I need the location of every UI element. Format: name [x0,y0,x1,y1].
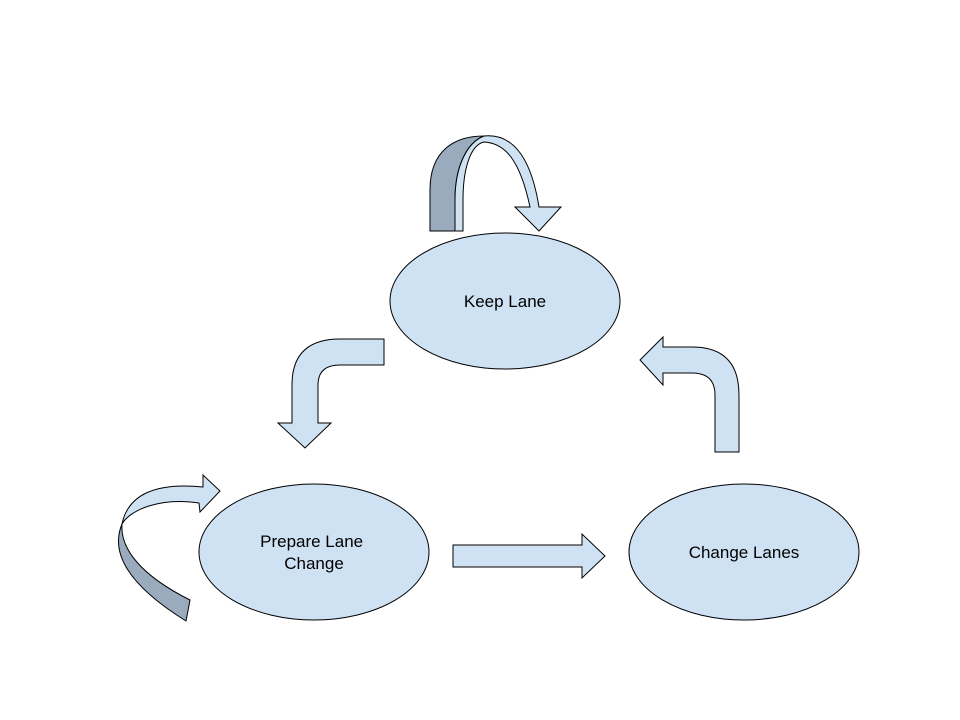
prepare-lane-change-label-line-1: Prepare Lane [260,532,363,551]
change-lanes-node[interactable]: Change Lanes [628,483,860,621]
change-lanes-label: Change Lanes [689,543,800,562]
change-lanes-label-line-1: Change Lanes [689,543,800,562]
keep-lane-ellipse [389,232,621,370]
keep-lane-label: Keep Lane [464,292,546,311]
prepare-lane-change-node[interactable]: Prepare Lane Change [198,483,430,621]
prepare-lane-change-ellipse [198,483,430,621]
prepare-lane-change-label-line-2: Change [284,554,344,573]
keep-lane-self-loop-front-face [454,135,563,232]
keep-lane-label-line-1: Keep Lane [464,292,546,311]
prepare-self-loop-arrow [118,473,221,622]
change-to-keep-arrow [639,335,740,453]
keep-lane-node[interactable]: Keep Lane [389,232,621,370]
prepare-lane-change-label: Prepare Lane Change [260,532,368,573]
change-lanes-ellipse [628,483,860,621]
keep-to-prepare-arrow [276,338,385,449]
prepare-self-loop-front-face [121,473,221,525]
prepare-to-change-arrow [452,532,606,580]
prepare-self-loop-back-face [118,523,191,622]
keep-lane-self-loop-arrow [429,135,563,232]
